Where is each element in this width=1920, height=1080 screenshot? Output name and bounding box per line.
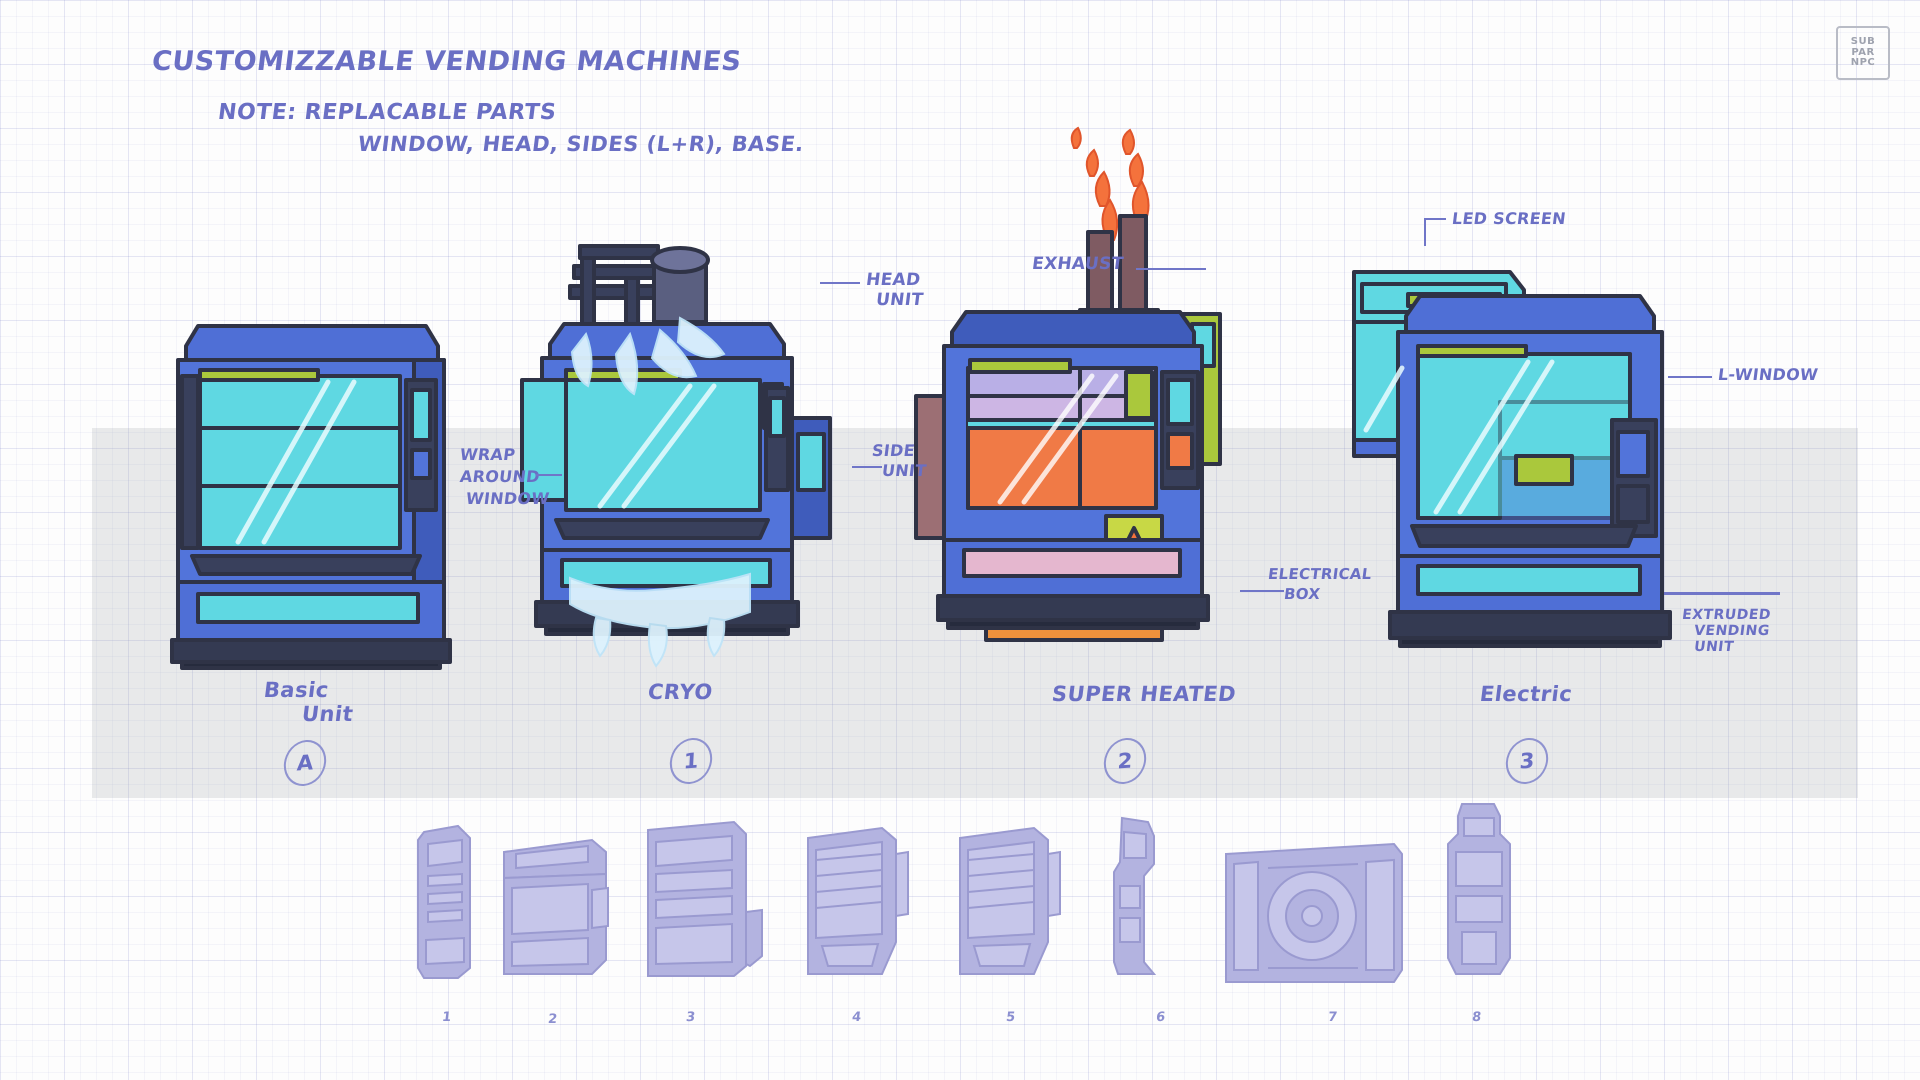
thumbnail-3 (638, 816, 764, 984)
machine-super-heated (914, 126, 1270, 668)
callout-l-window-label: L-WINDOW (1716, 365, 1820, 384)
thumbnail-5-number: 5 (1005, 1010, 1016, 1025)
thumbnail-1-number: 1 (441, 1010, 452, 1025)
callout-line-exhaust (1136, 268, 1206, 270)
machine-electric (1340, 250, 1700, 670)
logo-line-2: PAR (1851, 46, 1875, 58)
callout-wrap-line3: WINDOW (464, 489, 551, 508)
callout-electrical-line1: ELECTRICAL (1266, 565, 1373, 583)
thumbnail-4 (798, 822, 910, 980)
logo-line-1: SUB (1850, 36, 1876, 48)
callout-extruded-line3: UNIT (1693, 639, 1735, 655)
machine-cryo (520, 238, 850, 668)
callout-extruded-line1: EXTRUDED (1681, 607, 1772, 623)
callout-led-screen-label: LED SCREEN (1450, 209, 1567, 228)
callout-line-electrical-box (1240, 590, 1284, 592)
note-line-2: WINDOW, HEAD, SIDES (L+R), BASE. (356, 132, 806, 156)
page-title: CUSTOMIZZABLE VENDING MACHINES (150, 46, 744, 77)
thumbnail-4-number: 4 (851, 1010, 862, 1025)
callout-line-extruded-unit (1664, 592, 1780, 595)
callout-extruded-line2: VENDING (1693, 623, 1771, 639)
machine-cryo-label: CRYO (646, 680, 715, 704)
callout-side-unit-line1: SIDE (870, 441, 917, 460)
callout-head-unit-line1: HEAD (864, 270, 922, 290)
machine-superheated-label: SUPER HEATED (1050, 682, 1238, 706)
thumbnail-8 (1436, 798, 1522, 984)
thumbnail-6 (1104, 812, 1164, 984)
callout-exhaust-label: EXHAUST (1030, 254, 1125, 274)
thumbnail-7-number: 7 (1327, 1010, 1338, 1025)
callout-electrical-line2: BOX (1282, 585, 1322, 603)
callout-bracket-led-vertical (1424, 218, 1426, 246)
thumbnail-5 (950, 822, 1062, 980)
callout-line-l-window (1668, 376, 1712, 378)
thumbnail-1 (412, 822, 478, 982)
callout-line-wrap (536, 474, 562, 476)
callout-wrap-line1: WRAP (458, 445, 517, 464)
note-line-1: NOTE: REPLACABLE PARTS (216, 100, 558, 125)
machine-electric-label: Electric (1478, 682, 1574, 706)
thumbnail-8-number: 8 (1471, 1010, 1482, 1025)
machine-basic-label-line1: Basic (262, 678, 331, 702)
thumbnail-6-number: 6 (1155, 1010, 1166, 1025)
thumbnail-2 (496, 834, 612, 984)
callout-line-side-unit (852, 466, 882, 468)
callout-head-unit-line2: UNIT (874, 290, 925, 310)
callout-bracket-led-horizontal (1424, 218, 1446, 220)
machine-basic-label-line2: Unit (300, 702, 355, 726)
thumbnail-3-number: 3 (685, 1010, 696, 1025)
thumbnail-2-number: 2 (547, 1012, 558, 1027)
subparnpc-logo: SUB PAR NPC (1836, 26, 1890, 80)
logo-line-3: NPC (1850, 57, 1876, 69)
callout-wrap-line2: AROUND (458, 467, 541, 486)
callout-line-head-unit (820, 282, 860, 284)
machine-basic-unit (168, 310, 458, 670)
thumbnail-7 (1218, 838, 1408, 990)
callout-side-unit-line2: UNIT (880, 461, 928, 480)
